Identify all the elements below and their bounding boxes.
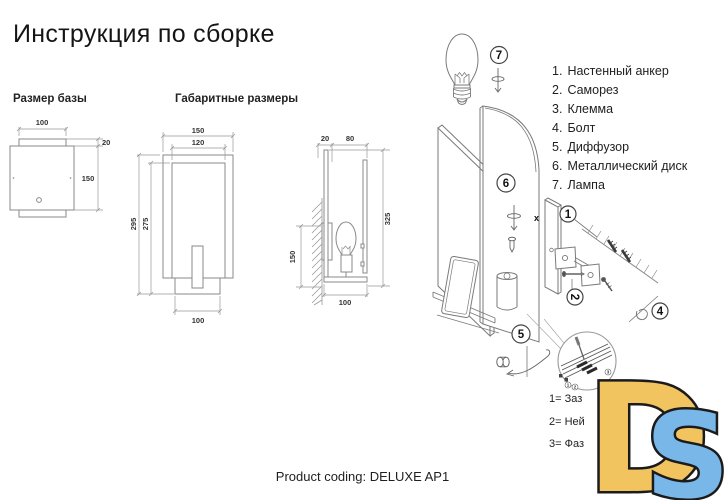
front-dim-outer-height: 295 xyxy=(130,218,138,231)
exploded-assembly-diagram: 7 6 x xyxy=(432,33,669,391)
svg-text:3: 3 xyxy=(607,370,610,375)
callout-1: 1 xyxy=(559,205,598,238)
base-size-diagram: 100 20 150 xyxy=(9,118,110,218)
side-dim-base-depth: 100 xyxy=(339,298,352,307)
parts-list-item: 6.Металлический диск xyxy=(552,159,688,173)
base-dim-height: 150 xyxy=(82,174,95,183)
front-dim-inner-width: 120 xyxy=(192,138,205,147)
screw-small xyxy=(508,236,516,254)
horizontal-screw xyxy=(562,271,586,277)
front-view-drawing: 150 120 295 275 100 xyxy=(130,126,236,325)
svg-text:5: 5 xyxy=(518,329,525,341)
callout-4: 4 xyxy=(628,295,669,323)
side-front-plate xyxy=(362,159,368,274)
side-dim-lines xyxy=(296,142,390,298)
base-bottom-tab xyxy=(18,209,67,218)
svg-text:1: 1 xyxy=(567,383,570,388)
base-dim-width: 100 xyxy=(36,118,49,127)
side-bottom-plate xyxy=(323,276,368,283)
front-socket xyxy=(191,245,204,289)
parts-list-item: 4.Болт xyxy=(552,121,596,135)
base-hole xyxy=(36,197,42,203)
wall-mount-strip xyxy=(544,197,562,295)
svg-text:2: 2 xyxy=(568,294,580,300)
parts-list-item: 7.Лампа xyxy=(552,178,605,192)
parts-list-item: 1.Настенный анкер xyxy=(552,64,669,78)
wire-legend-row: 3= Фаз xyxy=(549,438,584,450)
rotate-axis-icon-7 xyxy=(491,68,505,93)
callout-2: 2 xyxy=(566,279,584,306)
svg-text:7: 7 xyxy=(496,50,502,62)
wire-legend-row: 2= Ней xyxy=(549,415,585,428)
callout-7: 7 xyxy=(489,45,509,65)
front-dim-outer-width: 150 xyxy=(192,126,205,135)
overall-dimensions-label: Габаритные размеры xyxy=(175,93,299,105)
side-dim-back-depth: 20 xyxy=(321,134,329,143)
logo-letter-d: D xyxy=(588,378,711,500)
x-mark: x xyxy=(534,213,539,223)
side-dim-bracket-height: 150 xyxy=(288,251,297,264)
callout-6: 6 xyxy=(496,173,516,193)
small-glass-pane xyxy=(441,255,479,319)
base-dim-tab: 20 xyxy=(102,138,110,147)
front-dim-inner-height: 275 xyxy=(141,218,150,231)
parts-list-item: 3.Клемма xyxy=(552,102,614,116)
side-dim-front-depth: 80 xyxy=(346,134,354,143)
parts-list: 1.Настенный анкер 2.Саморез 3.Клемма 4.Б… xyxy=(552,62,687,195)
svg-text:4: 4 xyxy=(657,306,664,318)
base-top-tab xyxy=(18,138,67,147)
svg-text:2: 2 xyxy=(574,385,577,390)
side-dim-total-height: 325 xyxy=(383,213,392,226)
diagonal-screw xyxy=(601,277,613,292)
side-back-plate xyxy=(323,149,329,281)
parts-list-item: 5.Диффузор xyxy=(552,140,630,154)
metal-back-panel xyxy=(479,105,540,343)
front-dim-base-width: 100 xyxy=(192,316,205,325)
wall-hatching xyxy=(311,198,323,306)
wiring-magnifier: 1 2 3 xyxy=(557,331,617,391)
brand-logo: D S xyxy=(588,378,725,500)
front-dim-lines xyxy=(136,132,236,315)
side-socket xyxy=(340,254,353,273)
callout-5: 5 xyxy=(511,324,531,344)
twist-arrow xyxy=(505,346,551,377)
logo-letter-s: S xyxy=(645,387,725,500)
product-coding: Product coding: DELUXE AP1 xyxy=(275,469,450,484)
base-dim-lines xyxy=(16,126,103,213)
parts-list-item: 2.Саморез xyxy=(552,83,619,97)
mounting-bracket xyxy=(554,246,601,287)
lamp-socket-cylinder xyxy=(496,272,518,311)
svg-text:6: 6 xyxy=(503,178,509,190)
wall-anchors xyxy=(606,239,632,263)
wire-legend-row: 1= Заз xyxy=(549,393,583,405)
magnifier-wire-labels: 1 2 3 xyxy=(564,368,612,391)
rotate-axis-icon-6 xyxy=(507,205,521,231)
bulb-illustration xyxy=(445,33,479,105)
page-title: Инструкция по сборке xyxy=(13,20,275,48)
side-view-drawing: 20 80 325 150 100 xyxy=(288,134,392,307)
wire-legend: 1= Заз 2= Ней 3= Фаз xyxy=(549,388,585,456)
base-plate xyxy=(9,145,75,211)
side-bulb xyxy=(335,221,357,256)
svg-text:1: 1 xyxy=(565,209,572,221)
ring-nut xyxy=(496,356,510,368)
base-size-label: Размер базы xyxy=(13,93,87,105)
